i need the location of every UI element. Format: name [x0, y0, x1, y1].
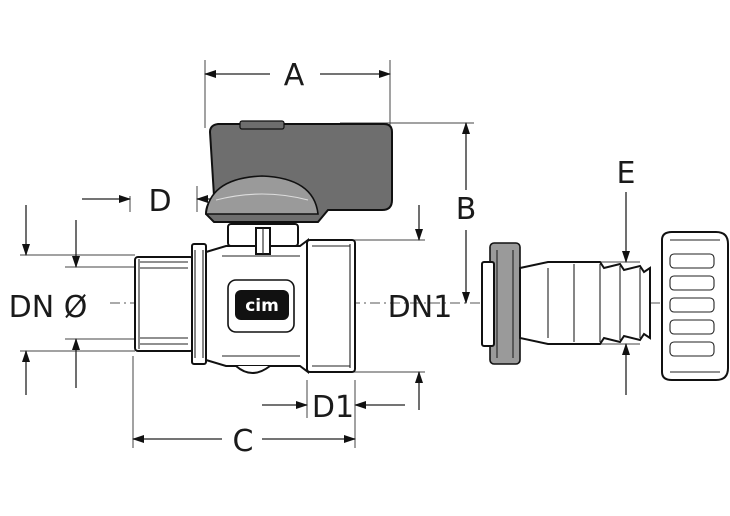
label-dn1: DN1 [388, 290, 453, 325]
valve-female-end [306, 239, 356, 373]
dimension-dn1: DN1 [350, 205, 452, 410]
label-c: C [233, 424, 254, 459]
valve-male-thread [134, 256, 194, 352]
fitting-flange [481, 242, 521, 365]
label-e: E [617, 156, 636, 191]
label-d1: D1 [312, 390, 354, 425]
label-b: B [456, 192, 477, 227]
dimension-e: E [598, 156, 640, 395]
label-a: A [284, 58, 305, 93]
dimension-dn: DN Ø [9, 205, 135, 395]
logo-text: cim [245, 296, 279, 316]
dimension-c: C [132, 356, 356, 459]
valve-handle [204, 120, 393, 223]
dimension-a: A [204, 58, 391, 128]
fitting-hose-tail [519, 261, 651, 345]
valve-hex-collar [191, 243, 207, 365]
fitting-knurled-nut [661, 231, 729, 381]
valve-stem [227, 223, 299, 255]
logo-plate: cim [227, 279, 295, 333]
label-dn: DN Ø [9, 290, 88, 325]
label-d: D [148, 184, 171, 219]
dimension-d1: D1 [262, 380, 405, 425]
